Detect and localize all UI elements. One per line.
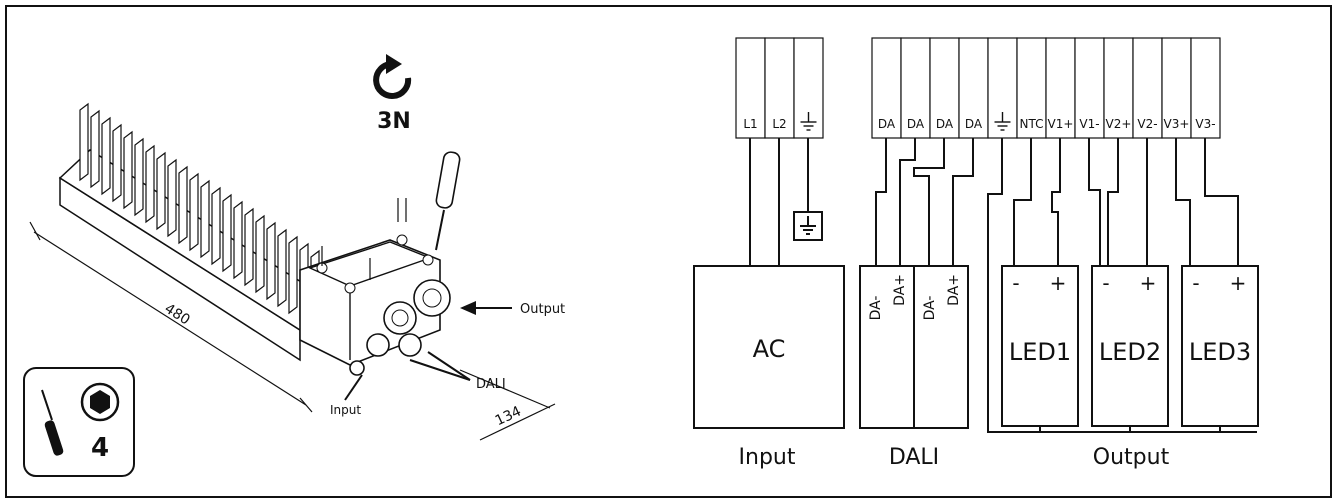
screwdriver-icon bbox=[41, 389, 64, 456]
heatsink-fin bbox=[211, 186, 221, 266]
heatsink-fin bbox=[101, 116, 111, 196]
led-name-label: LED1 bbox=[1009, 338, 1071, 366]
torque-label: 3N bbox=[377, 109, 411, 134]
heatsink-fin bbox=[277, 228, 287, 308]
terminal-slot bbox=[929, 37, 960, 139]
terminal-label: V3+ bbox=[1164, 117, 1190, 131]
led-box: - + LED3 bbox=[1181, 265, 1259, 427]
length-dimension-label: 480 bbox=[162, 301, 193, 329]
led-minus-label: - bbox=[1102, 271, 1109, 295]
terminal-slot bbox=[1045, 37, 1076, 139]
led-box: - + LED2 bbox=[1091, 265, 1169, 427]
terminal-slot bbox=[764, 37, 795, 139]
width-dimension-label: 134 bbox=[493, 403, 524, 429]
hex-socket-icon bbox=[80, 382, 120, 422]
heatsink-fin bbox=[112, 123, 122, 203]
wires bbox=[749, 138, 1257, 433]
heatsink-fin bbox=[90, 109, 100, 189]
heatsink-fin bbox=[178, 165, 188, 245]
dali-terminal-label-4: DA+ bbox=[946, 274, 962, 306]
terminal-label: L1 bbox=[743, 117, 757, 131]
heatsink-fin bbox=[233, 200, 243, 280]
input-terminal-block: L1 L2 bbox=[735, 37, 824, 139]
terminal-slot bbox=[1161, 37, 1192, 139]
terminal-slot bbox=[1132, 37, 1163, 139]
led-boxes: - + LED1 - + LED2 - + LED3 bbox=[1001, 265, 1259, 427]
led-plus-label: + bbox=[1230, 271, 1247, 295]
driver-illustration bbox=[58, 102, 461, 376]
heatsink-fin bbox=[134, 137, 144, 217]
heatsink-fin bbox=[79, 102, 89, 182]
output-group-label: Output bbox=[1093, 445, 1170, 470]
dali-callout-line-2 bbox=[427, 351, 471, 381]
ground-terminal-icon bbox=[994, 112, 1011, 131]
terminal-label: V1+ bbox=[1048, 117, 1074, 131]
led-name-label: LED2 bbox=[1099, 338, 1161, 366]
dimension-width: 134 bbox=[459, 369, 556, 441]
heatsink-fin bbox=[167, 158, 177, 238]
terminal-label: DA bbox=[907, 117, 925, 131]
heatsink-fin bbox=[189, 172, 199, 252]
terminal-slot bbox=[793, 37, 824, 139]
ground-terminal-icon bbox=[800, 112, 817, 131]
terminal-label: V2- bbox=[1137, 117, 1157, 131]
terminal-label: DA bbox=[936, 117, 954, 131]
terminal-slot bbox=[1074, 37, 1105, 139]
heatsink-fin bbox=[123, 130, 133, 210]
terminal-label: DA bbox=[965, 117, 983, 131]
dali-terminal-label-3: DA- bbox=[922, 296, 938, 321]
terminal-slot bbox=[1190, 37, 1221, 139]
dali-terminal-label-2: DA+ bbox=[892, 274, 908, 306]
dali-group-label: DALI bbox=[889, 445, 939, 470]
terminal-label: V2+ bbox=[1106, 117, 1132, 131]
ground-icon bbox=[800, 216, 816, 235]
input-group-label: Input bbox=[739, 445, 796, 470]
terminal-slot bbox=[987, 37, 1018, 139]
terminal-slot bbox=[958, 37, 989, 139]
led-name-label: LED3 bbox=[1189, 338, 1251, 366]
terminal-label: V3- bbox=[1195, 117, 1215, 131]
tool-badge: 4 bbox=[23, 367, 135, 477]
dali-callout-line-1 bbox=[409, 359, 471, 381]
outer-frame bbox=[5, 5, 1332, 498]
heatsink-fin bbox=[156, 151, 166, 231]
heatsink-fin bbox=[200, 179, 210, 259]
terminal-label: L2 bbox=[772, 117, 786, 131]
led-minus-label: - bbox=[1012, 271, 1019, 295]
heatsink-fin bbox=[244, 207, 254, 287]
ac-label: AC bbox=[753, 335, 786, 363]
heatsink-fin bbox=[222, 193, 232, 273]
led-box: - + LED1 bbox=[1001, 265, 1079, 427]
tool-size-label: 4 bbox=[91, 433, 109, 463]
terminal-label: DA bbox=[878, 117, 896, 131]
led-plus-label: + bbox=[1050, 271, 1067, 295]
output-terminal-block: DA DA DA DA NTC V1+ V1- V2+ V2- V3+ V3- bbox=[871, 37, 1221, 139]
rotate-clockwise-icon bbox=[373, 54, 412, 99]
terminal-slot bbox=[900, 37, 931, 139]
output-callout-label: Output bbox=[520, 302, 565, 317]
dali-terminal-label-1: DA- bbox=[868, 296, 884, 321]
heatsink-fin bbox=[255, 214, 265, 294]
heatsink-fin bbox=[145, 144, 155, 224]
output-arrowhead bbox=[460, 301, 476, 315]
led-plus-label: + bbox=[1140, 271, 1157, 295]
terminal-slot bbox=[871, 37, 902, 139]
ac-box: AC bbox=[693, 265, 845, 429]
heatsink-fin bbox=[266, 221, 276, 301]
terminal-label: V1- bbox=[1079, 117, 1099, 131]
input-callout-label: Input bbox=[330, 403, 361, 417]
input-callout-line bbox=[344, 374, 363, 401]
heatsink-fin bbox=[288, 235, 298, 315]
terminal-label: NTC bbox=[1020, 117, 1044, 131]
terminal-slot bbox=[1103, 37, 1134, 139]
dali-callout-label: DALI bbox=[476, 377, 506, 392]
dali-box: DA- DA+ DA- DA+ bbox=[859, 265, 969, 429]
led-minus-label: - bbox=[1192, 271, 1199, 295]
